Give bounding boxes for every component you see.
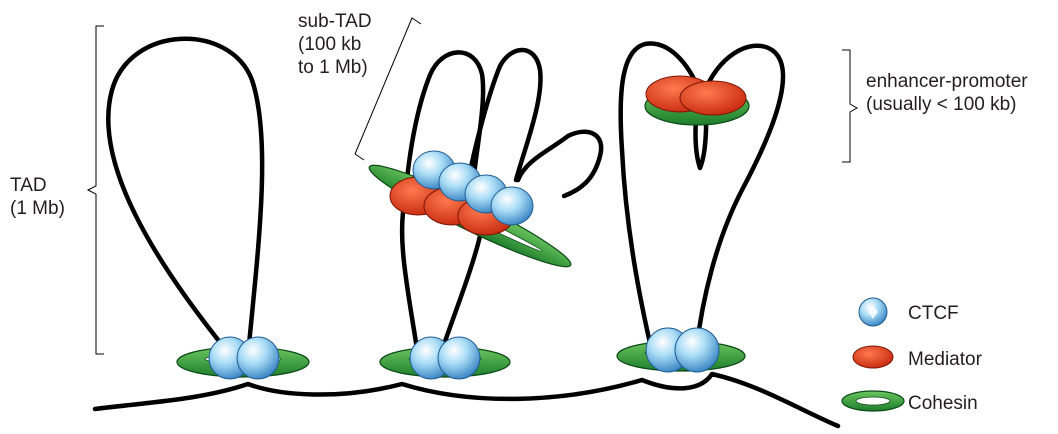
legend-mediator-icon — [853, 346, 893, 368]
ctcf-pair-2 — [410, 337, 480, 379]
legend-cohesin-label: Cohesin — [908, 392, 978, 415]
enhancer-promoter-label-line: enhancer-promoter — [866, 70, 1028, 93]
legend-cohesin-icon — [842, 391, 904, 411]
tad-loop — [108, 39, 262, 355]
legend-ctcf-icon — [859, 298, 887, 326]
sub-tad-label-line: (100 kb — [298, 33, 372, 56]
sub-tad-label-line: to 1 Mb) — [298, 56, 372, 79]
ctcf-pair-3 — [646, 328, 719, 372]
sub-tad-loop-strand — [518, 132, 601, 196]
mediator-cluster-top — [646, 76, 746, 115]
tad-label-line: TAD — [10, 174, 65, 197]
tad-label-line: (1 Mb) — [10, 197, 65, 220]
enhancer-promoter-label: enhancer-promoter (usually < 100 kb) — [866, 70, 1028, 116]
ctcf-pair-1 — [209, 337, 279, 379]
enhancer-promoter-label-line: (usually < 100 kb) — [866, 93, 1028, 116]
legend-ctcf-label: CTCF — [908, 302, 959, 325]
tad-label: TAD (1 Mb) — [10, 174, 65, 220]
enhancer-promoter-bracket — [842, 50, 857, 162]
sub-tad-label: sub-TAD (100 kb to 1 Mb) — [298, 10, 372, 79]
sub-tad-label-line: sub-TAD — [298, 10, 372, 33]
legend-mediator-label: Mediator — [908, 348, 982, 371]
tad-bracket — [88, 26, 104, 354]
chromatin-fiber — [95, 374, 838, 426]
